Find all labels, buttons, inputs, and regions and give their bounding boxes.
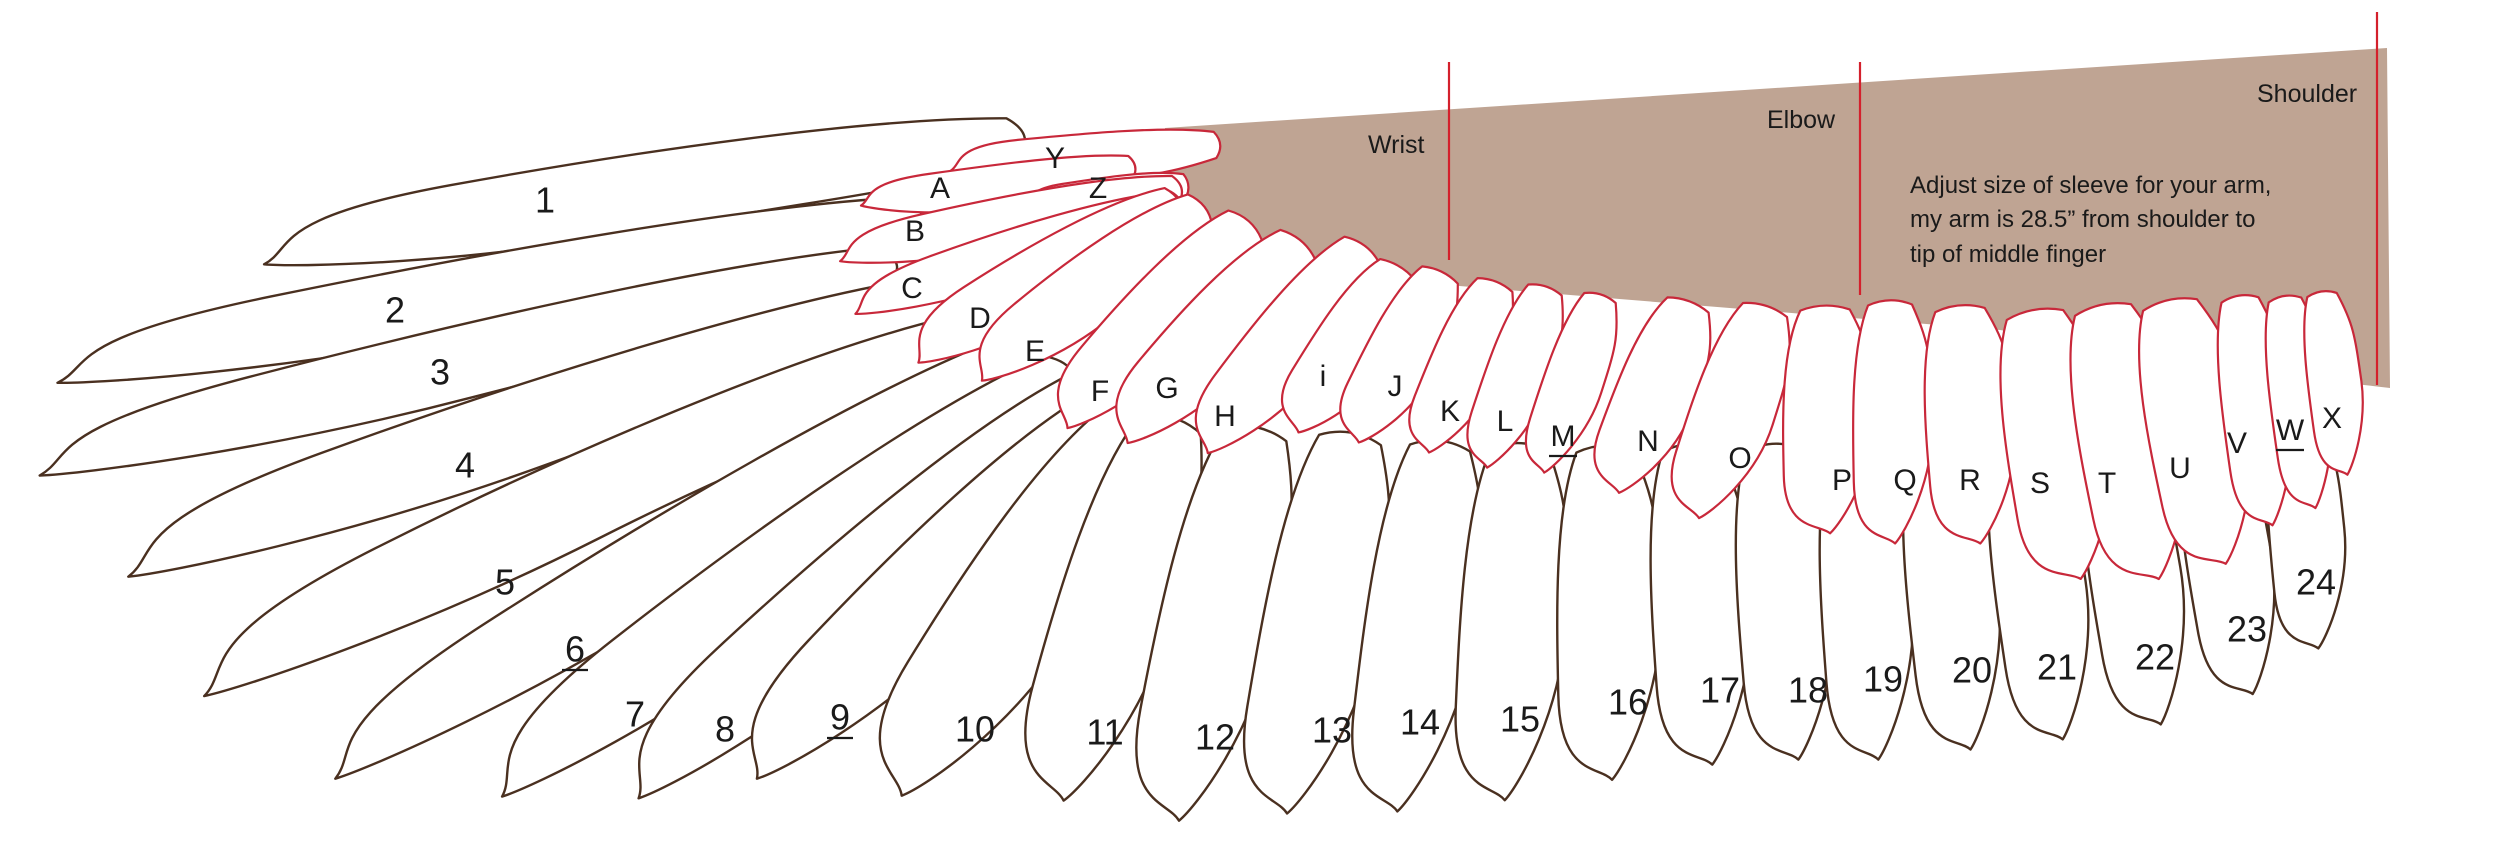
covert-feather-label-R: R bbox=[1959, 464, 1981, 497]
covert-feather-label-U: U bbox=[2169, 452, 2191, 485]
flight-feather-label-15: 15 bbox=[1500, 699, 1540, 740]
covert-feather-label-S: S bbox=[2030, 467, 2050, 500]
covert-feather-label-H: H bbox=[1214, 400, 1236, 433]
flight-feather-label-13: 13 bbox=[1312, 710, 1352, 751]
covert-feather-label-i: i bbox=[1320, 360, 1327, 393]
flight-feather-label-5: 5 bbox=[495, 562, 515, 603]
flight-feather-label-9: 9 bbox=[830, 697, 850, 738]
flight-feather-label-16: 16 bbox=[1608, 682, 1648, 723]
flight-feather-label-23: 23 bbox=[2227, 609, 2267, 650]
flight-feather-label-8: 8 bbox=[715, 709, 735, 750]
covert-feather-label-O: O bbox=[1728, 442, 1751, 475]
flight-feather-label-18: 18 bbox=[1788, 670, 1828, 711]
flight-feather-label-3: 3 bbox=[430, 352, 450, 393]
covert-feather-label-J: J bbox=[1388, 370, 1403, 403]
covert-feather-label-L: L bbox=[1497, 405, 1514, 438]
flight-feather-label-12: 12 bbox=[1195, 717, 1235, 758]
covert-feather-label-B: B bbox=[905, 215, 925, 248]
covert-feather-M bbox=[1524, 291, 1618, 474]
arm-sleeve bbox=[1165, 48, 2390, 388]
sizing-note-line-2: my arm is 28.5” from shoulder to bbox=[1910, 206, 2255, 233]
sizing-note-line-1: Adjust size of sleeve for your arm, bbox=[1910, 172, 2271, 199]
flight-feather-label-4: 4 bbox=[455, 445, 475, 486]
flight-feather-label-6: 6 bbox=[565, 629, 585, 670]
flight-feather-label-11: 11 bbox=[1086, 712, 1123, 753]
covert-feather-label-N: N bbox=[1637, 425, 1659, 458]
flight-feather-16 bbox=[1556, 444, 1662, 781]
sizing-note-line-3: tip of middle finger bbox=[1910, 241, 2106, 268]
covert-feather-label-T: T bbox=[2098, 467, 2116, 500]
flight-feather-label-17: 17 bbox=[1700, 670, 1740, 711]
flight-feather-label-10: 10 bbox=[955, 709, 995, 750]
flight-feather-label-20: 20 bbox=[1952, 650, 1992, 691]
covert-feather-label-C: C bbox=[901, 272, 923, 305]
covert-feather-label-D: D bbox=[969, 302, 991, 335]
wrist-label: Wrist bbox=[1368, 131, 1425, 159]
covert-feather-label-Q: Q bbox=[1893, 464, 1916, 497]
covert-feather-O bbox=[1670, 301, 1791, 520]
flight-feather-label-14: 14 bbox=[1400, 702, 1440, 743]
elbow-label: Elbow bbox=[1767, 106, 1836, 134]
covert-feather-label-K: K bbox=[1440, 395, 1460, 428]
covert-feather-E bbox=[978, 193, 1214, 382]
flight-feather-label-24: 24 bbox=[2296, 562, 2336, 603]
covert-feather-label-V: V bbox=[2227, 427, 2247, 460]
covert-feather-label-A: A bbox=[930, 172, 950, 205]
shoulder-label: Shoulder bbox=[2257, 80, 2357, 108]
covert-feather-label-W: W bbox=[2276, 414, 2305, 447]
covert-feather-label-F: F bbox=[1091, 375, 1109, 408]
covert-feather-label-M: M bbox=[1551, 420, 1576, 453]
covert-feather-X bbox=[2303, 290, 2364, 476]
flight-feathers-layer bbox=[38, 117, 2347, 822]
covert-feather-label-P: P bbox=[1832, 464, 1852, 497]
covert-feather-label-G: G bbox=[1155, 372, 1178, 405]
covert-feathers-layer bbox=[839, 128, 2364, 581]
flight-feather-label-22: 22 bbox=[2135, 637, 2175, 678]
covert-feather-label-Y: Y bbox=[1045, 142, 1065, 175]
flight-feather-label-1: 1 bbox=[535, 180, 555, 221]
flight-feather-label-2: 2 bbox=[385, 290, 405, 331]
flight-feather-label-19: 19 bbox=[1863, 659, 1903, 700]
covert-feather-label-Z: Z bbox=[1089, 172, 1107, 205]
covert-feather-label-E: E bbox=[1025, 335, 1045, 368]
flight-feather-label-7: 7 bbox=[625, 694, 645, 735]
flight-feather-label-21: 21 bbox=[2037, 647, 2077, 688]
covert-feather-label-X: X bbox=[2322, 402, 2342, 435]
